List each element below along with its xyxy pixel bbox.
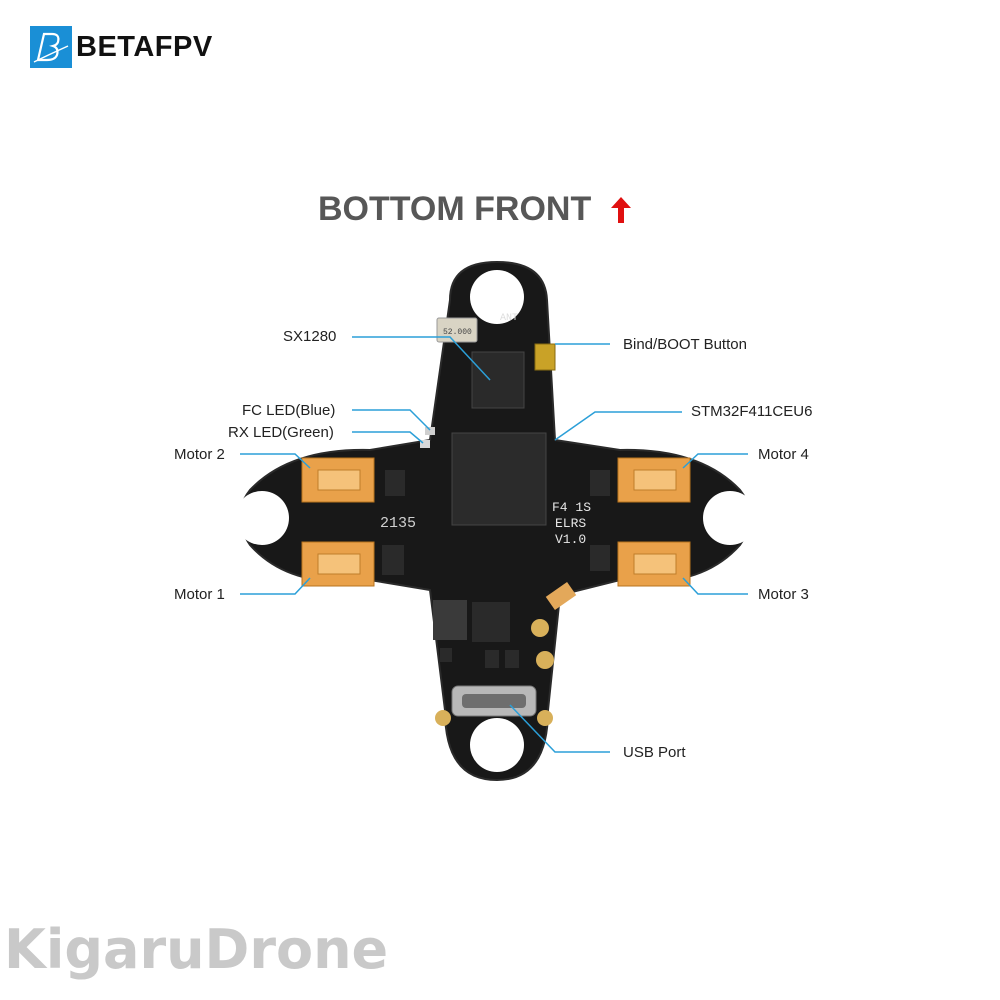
brand-name: BETAFPV <box>76 30 213 63</box>
callout-rx-led: RX LED(Green) <box>228 424 334 441</box>
sx1280-chip <box>471 351 525 409</box>
callout-bind-boot-button: Bind/BOOT Button <box>623 336 747 353</box>
callout-motor3: Motor 3 <box>758 586 809 603</box>
crystal-component <box>436 317 478 343</box>
view-heading: BOTTOM FRONT <box>318 190 633 229</box>
callout-line-sx1280 <box>352 336 491 381</box>
bind-button-component <box>534 343 556 371</box>
stm32-chip <box>451 432 547 526</box>
callout-line-motor2 <box>240 453 311 469</box>
silkscreen-label-line-3: V1.0 <box>555 532 586 547</box>
callout-motor1: Motor 1 <box>174 586 225 603</box>
brand-logo: BETAFPV <box>30 26 213 68</box>
solder-pad <box>536 651 554 669</box>
silkscreen-label-line-1: F4 1S <box>552 500 591 515</box>
callout-line-motor4 <box>682 453 748 469</box>
fc-led-component <box>425 427 435 435</box>
callout-lines <box>240 336 748 753</box>
rx-led-component <box>420 440 430 448</box>
callout-sx1280: SX1280 <box>283 328 337 345</box>
callout-line-stm32 <box>554 411 682 441</box>
watermark-text: KigaruDrone <box>4 918 389 981</box>
callout-line-rx-led <box>352 431 424 444</box>
callout-line-fc-led <box>352 409 431 431</box>
callout-motor4: Motor 4 <box>758 446 809 463</box>
heading-text: BOTTOM FRONT <box>318 190 592 228</box>
solder-pad <box>531 619 549 637</box>
mount-hole-right <box>703 491 757 545</box>
mount-hole-left <box>235 491 289 545</box>
antenna-label: ANT <box>500 313 518 324</box>
solder-pad <box>537 710 553 726</box>
callout-line-usb <box>509 704 610 753</box>
betafpv-logo-icon <box>30 26 72 68</box>
crystal-label: 52.000 <box>443 328 472 337</box>
callout-fc-led: FC LED(Blue) <box>242 402 336 419</box>
up-arrow-icon <box>611 196 632 223</box>
silkscreen-number: 2135 <box>380 515 416 532</box>
callout-line-motor1 <box>240 577 311 595</box>
callout-usb-port: USB Port <box>623 744 686 761</box>
mount-hole-top <box>470 270 524 324</box>
callout-line-motor3 <box>682 577 748 595</box>
solder-pad <box>435 710 451 726</box>
callout-stm32: STM32F411CEU6 <box>691 403 813 420</box>
silkscreen-label-line-2: ELRS <box>555 516 586 531</box>
mount-hole-bottom <box>470 718 524 772</box>
callout-motor2: Motor 2 <box>174 446 225 463</box>
